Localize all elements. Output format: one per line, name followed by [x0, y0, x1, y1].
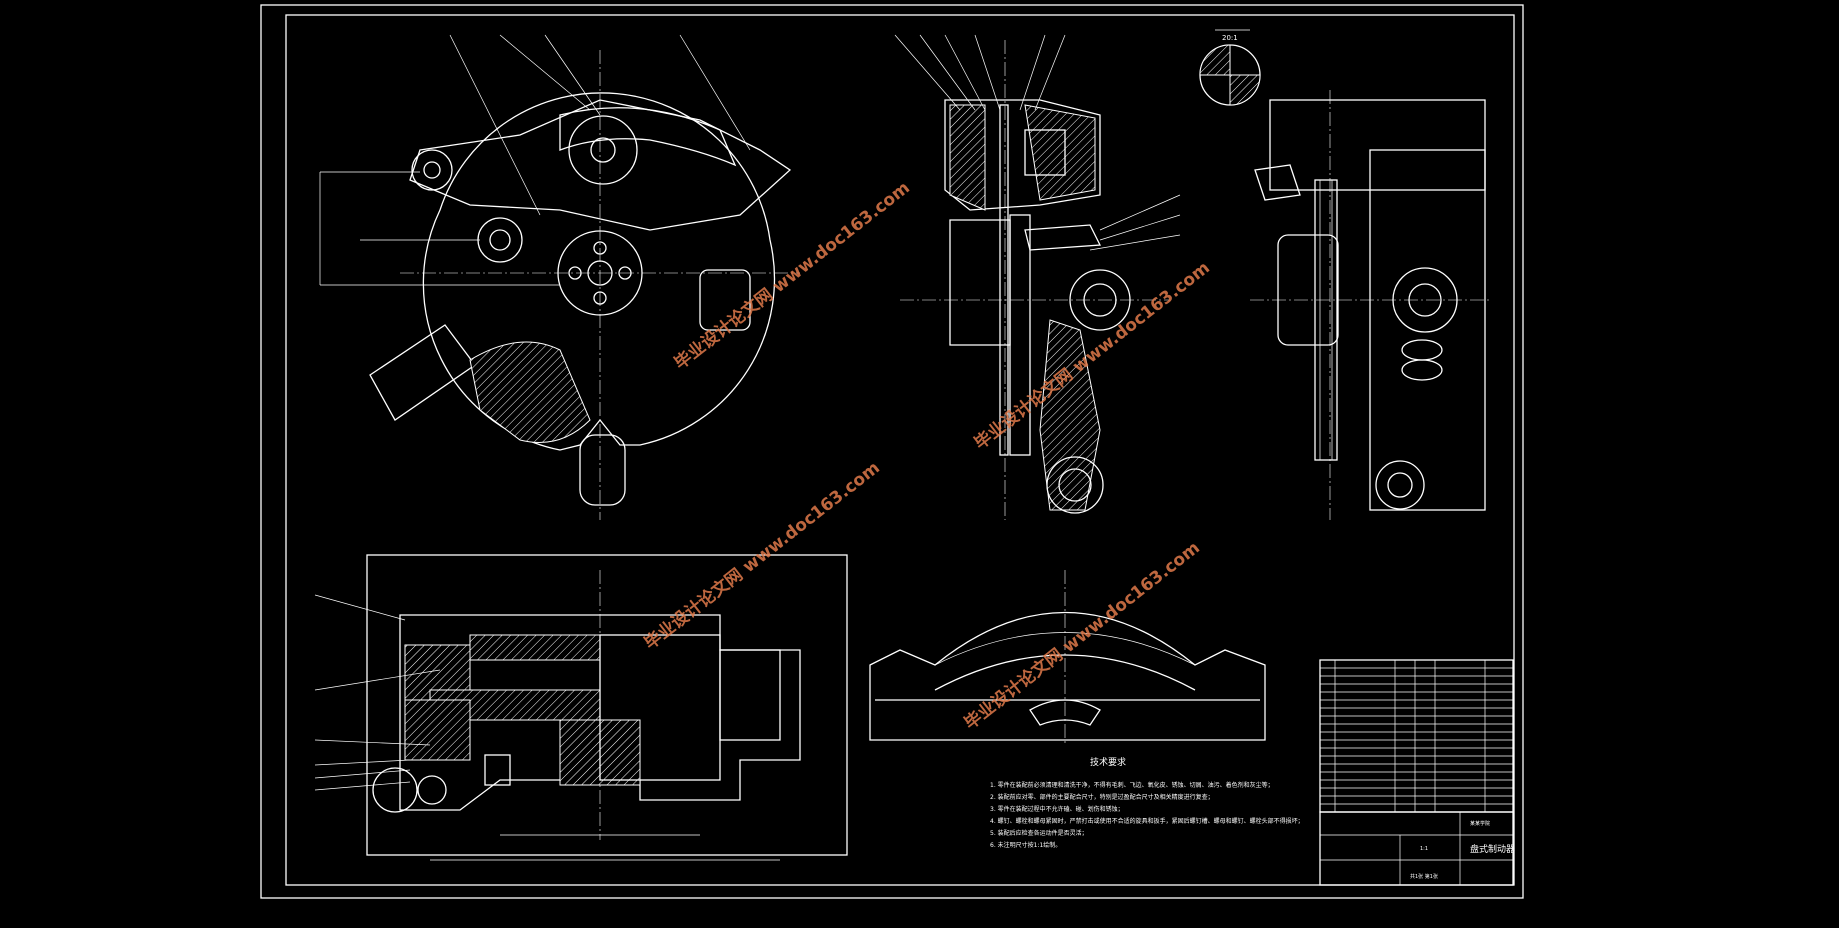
- pad-view: [869, 570, 1266, 745]
- note-line: 3. 零件在装配过程中不允许磕、碰、划伤和锈蚀；: [990, 805, 1124, 813]
- note-line: 4. 螺钉、螺栓和螺母紧固时，严禁打击或使用不合适的旋具和扳手，紧固后螺钉槽、螺…: [990, 817, 1304, 825]
- side-section-view: [894, 34, 1181, 520]
- detail-scale-label: 20:1: [1222, 34, 1238, 42]
- sheet-count: 共1张 第1张: [1410, 873, 1438, 880]
- watermark-text: 毕业设计论文网 www.doc163.com: [960, 537, 1204, 734]
- bottom-section-view: [314, 554, 848, 861]
- right-side-view: [1250, 90, 1490, 520]
- note-line: 6. 未注明尺寸按1:1绘制。: [990, 841, 1061, 849]
- parts-list: [1319, 659, 1514, 813]
- sheet-outer-border: [260, 4, 1524, 899]
- scale-value: 1:1: [1420, 846, 1428, 852]
- title-block: 盘式制动器 某某学院 1:1 共1张 第1张: [1319, 811, 1515, 886]
- sheet-inner-border: [285, 14, 1515, 886]
- front-view: [319, 34, 800, 520]
- note-line: 5. 装配后应检查各运动件是否灵活；: [990, 829, 1088, 837]
- detail-view: 20:1: [1199, 29, 1261, 106]
- notes-title: 技术要求: [1090, 756, 1126, 768]
- school-name: 某某学院: [1470, 820, 1490, 827]
- note-line: 1. 零件在装配前必须清理和清洗干净，不得有毛刺、飞边、氧化皮、锈蚀、切屑、油污…: [990, 781, 1274, 789]
- watermark-text: 毕业设计论文网 www.doc163.com: [670, 177, 914, 374]
- drawing-title: 盘式制动器: [1470, 843, 1515, 855]
- technical-notes: 技术要求 1. 零件在装配前必须清理和清洗干净，不得有毛刺、飞边、氧化皮、锈蚀、…: [990, 756, 1304, 849]
- note-line: 2. 装配前应对零、部件的主要配合尺寸，特别是过盈配合尺寸及相关精度进行复查；: [990, 793, 1214, 801]
